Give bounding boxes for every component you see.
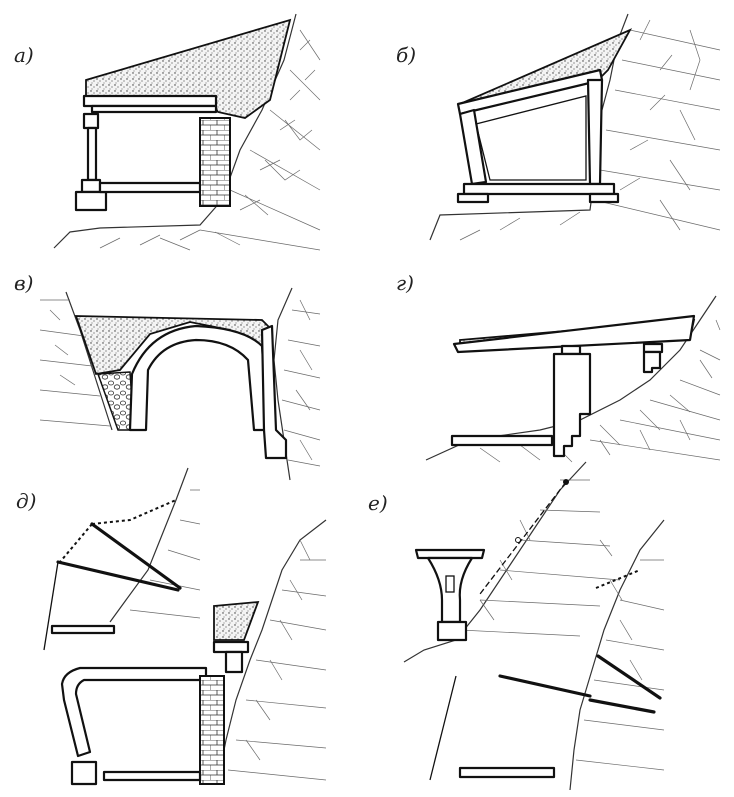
panel-label-g: г) — [396, 271, 414, 295]
footing-d — [70, 760, 98, 786]
right-leg-b — [586, 78, 604, 186]
bracket-d — [224, 650, 244, 674]
left-leg-b — [458, 108, 488, 186]
pier-g — [552, 352, 592, 458]
anchor-rod-d-2 — [56, 560, 180, 592]
anchor-rod-d-1 — [90, 522, 182, 590]
inner-frame-b — [475, 95, 587, 181]
rubble-backfill-v — [96, 371, 135, 431]
anchor-rod-e-3 — [588, 698, 656, 714]
measure-line-e — [479, 481, 567, 595]
column-base-a — [80, 178, 102, 194]
footing-b — [456, 192, 490, 204]
floor-slab-g — [450, 434, 554, 447]
floor-slab-e — [458, 766, 556, 779]
survey-point-e-2 — [515, 537, 521, 543]
panel-g: г) — [396, 271, 721, 463]
floor-slab-a — [98, 181, 202, 194]
column-a — [86, 126, 98, 182]
anchor-rod-e-2 — [596, 654, 662, 700]
rock-slope-d — [109, 467, 327, 781]
bracket-g — [642, 350, 662, 374]
pier-window-e — [445, 575, 455, 593]
roof-beam-a — [90, 104, 218, 114]
floor-slab-b — [462, 182, 616, 196]
column-cap-a — [82, 112, 100, 130]
panel-label-d: д) — [16, 489, 36, 513]
pier-top-e — [414, 548, 486, 560]
panel-label-a: а) — [14, 43, 34, 67]
upper-slab-d — [50, 624, 116, 635]
pier-body-e — [426, 556, 474, 624]
retaining-wall-a — [199, 117, 231, 207]
panel-label-v: в) — [14, 271, 33, 295]
anchor-line-e — [429, 675, 457, 781]
curved-frame-d — [60, 666, 208, 758]
panel-a: а) — [14, 13, 321, 251]
rock-slope-e — [403, 461, 665, 791]
anchor-dashed-line-d — [91, 499, 177, 525]
panel-e: е) — [368, 461, 665, 791]
cantilever-slab-g — [452, 314, 696, 354]
panel-b: б) — [396, 13, 721, 241]
floor-slab-d — [102, 770, 202, 782]
panel-v: в) — [14, 271, 321, 481]
arch-vault-v — [128, 324, 270, 432]
footing-a — [74, 190, 108, 212]
panel-label-e: е) — [368, 491, 388, 515]
roof-beam-d — [212, 640, 250, 654]
anchor-rod-e-1 — [498, 674, 592, 698]
anchor-dashed-line-e — [595, 569, 641, 589]
anchor-dashed-line-d-2 — [59, 523, 93, 563]
soil-fill-d — [213, 600, 260, 641]
footing-right-b — [588, 192, 620, 204]
anchor-line-d — [43, 561, 59, 651]
panel-d: д) — [16, 467, 327, 786]
roof-slab-a — [82, 94, 218, 108]
cap-g-1 — [560, 344, 582, 356]
pier-base-e — [436, 620, 468, 642]
panel-label-b: б) — [396, 43, 416, 67]
cap-g-2 — [642, 342, 664, 354]
abutment-v — [260, 324, 288, 460]
retaining-wall-d — [199, 675, 225, 785]
